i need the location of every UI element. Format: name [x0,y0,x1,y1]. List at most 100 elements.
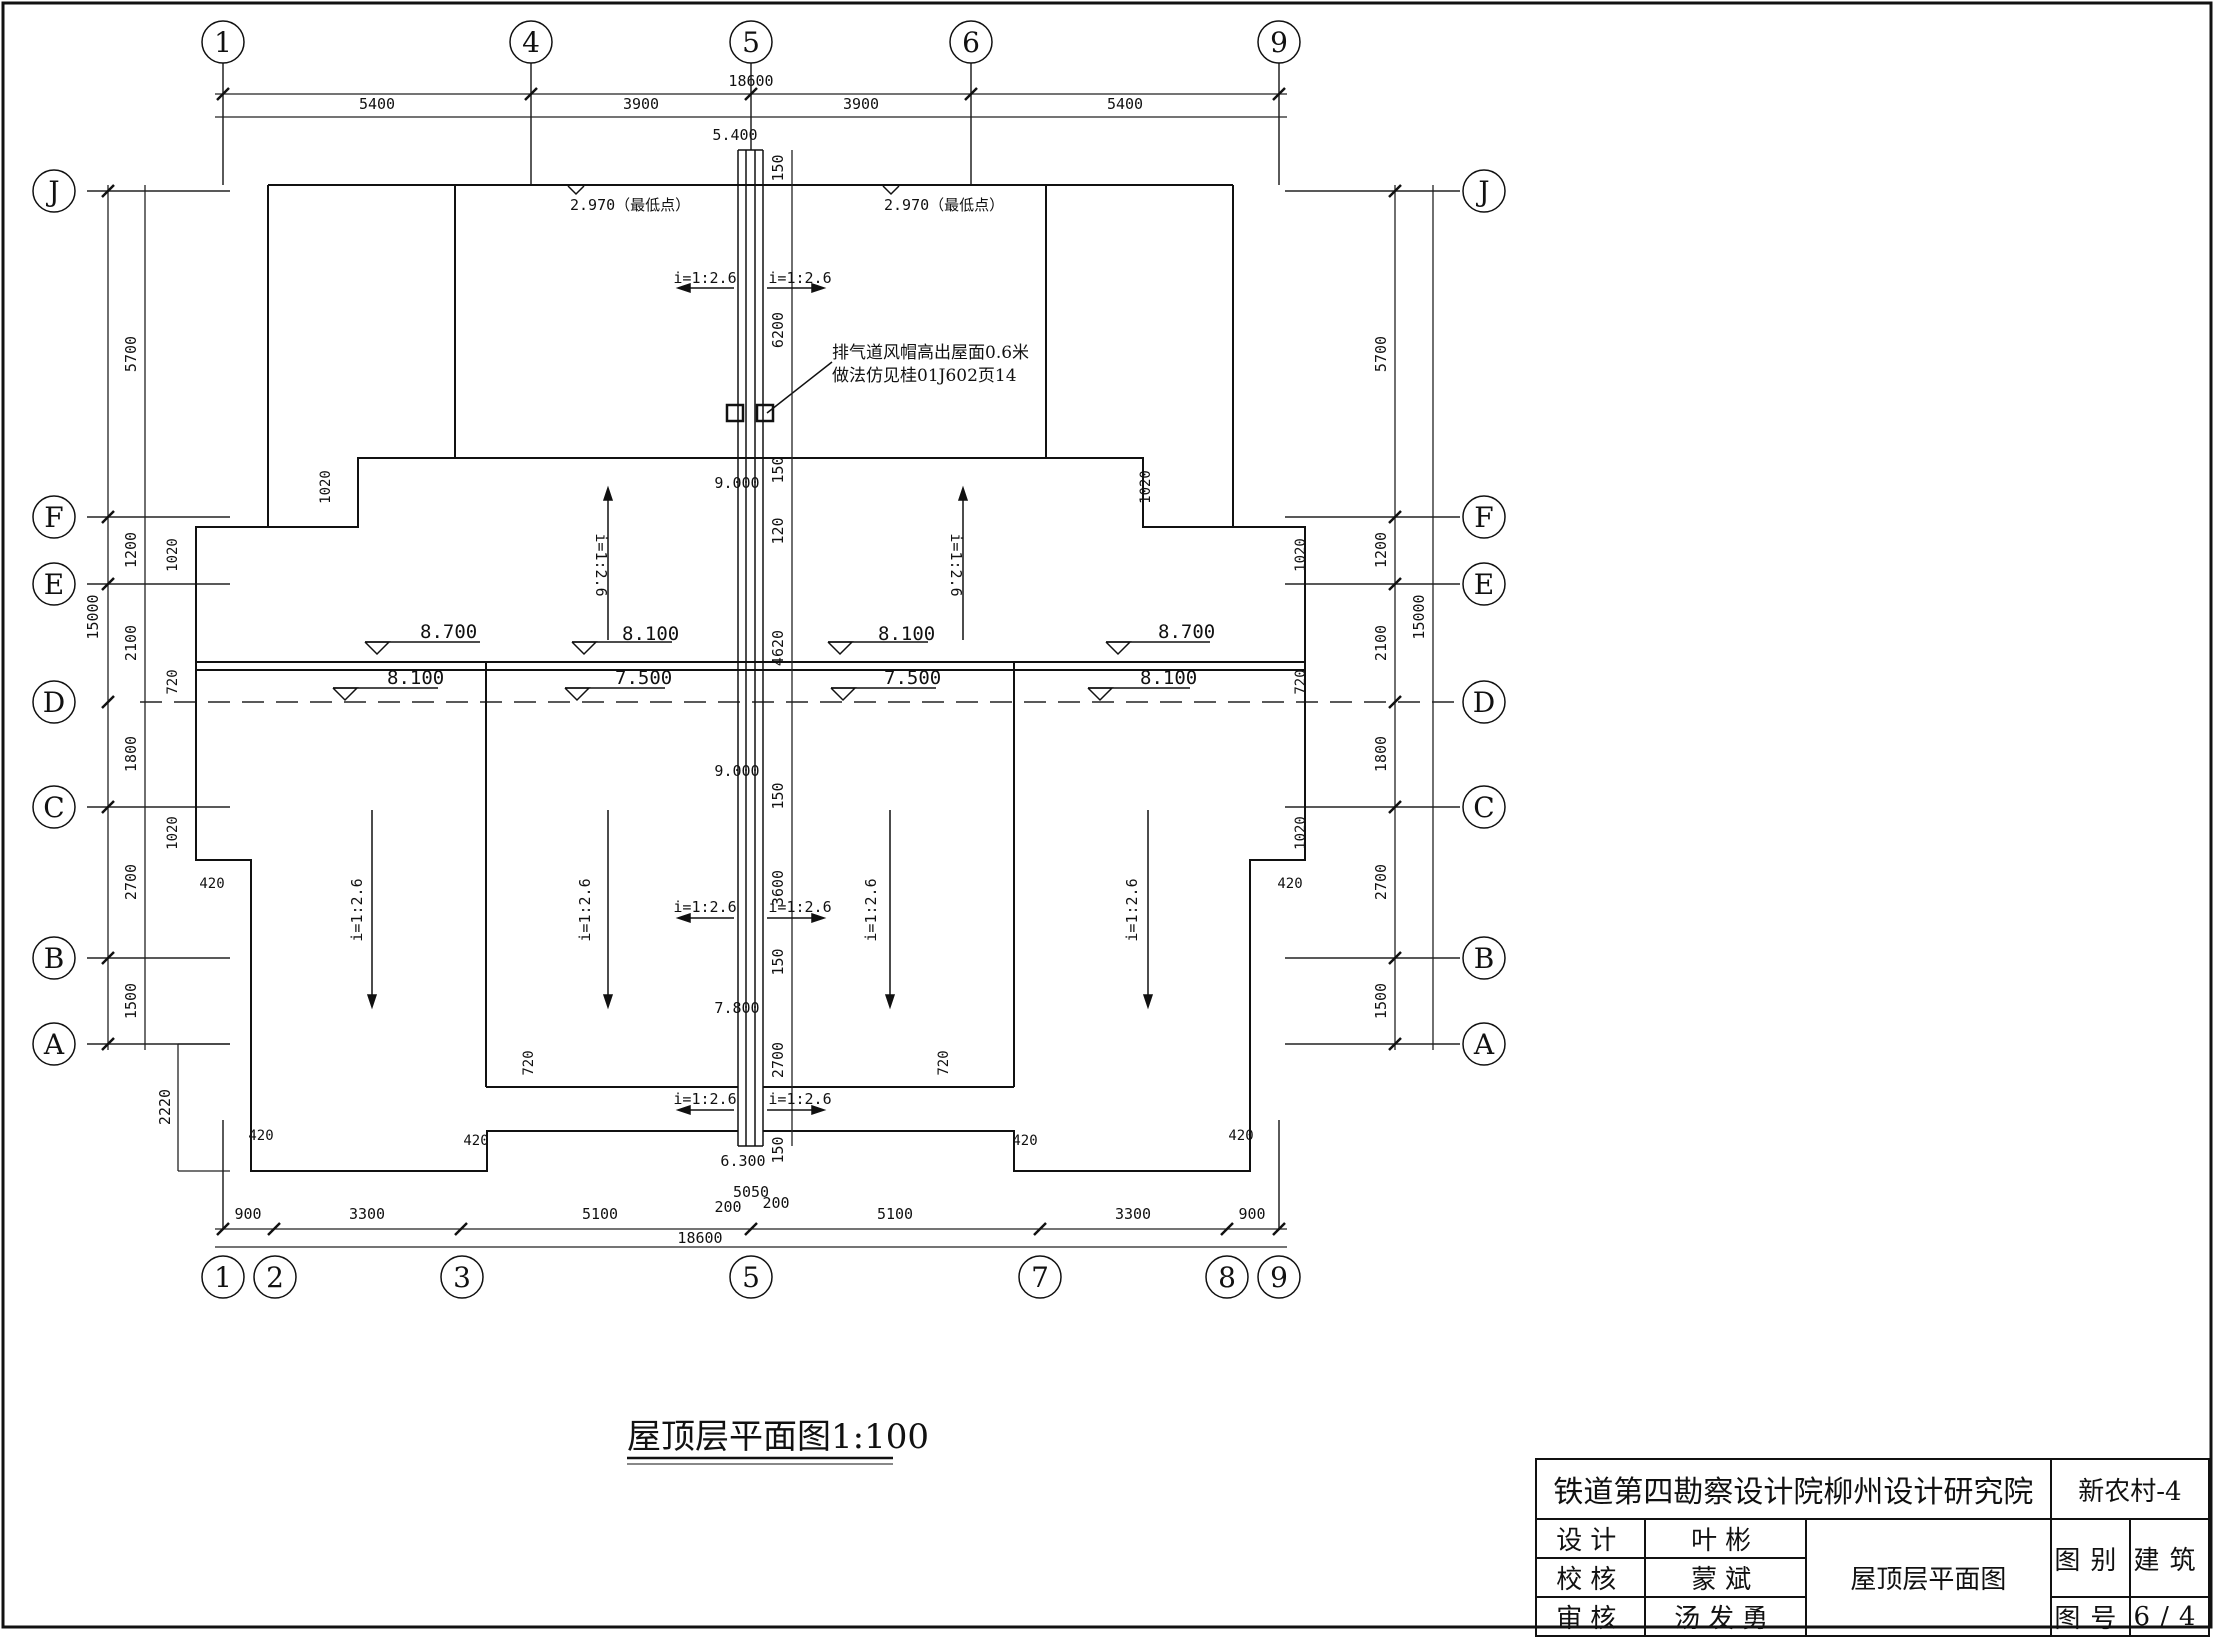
axis-bubbles [32,20,1506,1299]
tb-name-check: 蒙斌 [1643,1557,1807,1598]
dimension-texts: 18600 5400 3900 3900 5400 900 3300 5100 … [234,72,1265,1247]
axis-right-j: J [1475,175,1489,208]
dim-step-1020-d: 1020 [1293,538,1309,572]
slope-h-2: i=1:2.6 [768,269,831,287]
slope-h-1: i=1:2.6 [673,269,736,287]
axis-labels: 1 4 5 6 9 1 2 3 5 7 8 9 J F E D C B A J … [43,26,1495,1294]
axis-bottom-8: 8 [1218,1261,1236,1294]
dim-mid-4: 120 [769,517,787,544]
dim-right-3: 2100 [1372,625,1390,661]
dim-left-2: 1200 [122,532,140,568]
dim-top-1: 5400 [359,95,395,113]
dim-step-720-a: 720 [165,669,181,694]
axis-bottom-7: 7 [1031,1261,1049,1294]
dim-bottom-3: 5100 [582,1205,618,1223]
axis-right-a: A [1473,1028,1495,1061]
tb-role-check: 校核 [1535,1557,1646,1598]
dim-step-420-d: 420 [463,1133,488,1149]
level-ridge-top: 5.400 [712,126,757,144]
dim-bottom-center-right: 200 [762,1194,789,1212]
title-block: 铁道第四勘察设计院柳州设计研究院 新农村-4 设计 叶彬 屋顶层平面图 图别 建… [1535,1458,2211,1637]
axis-left-e: E [44,568,64,601]
tb-number-label: 图号 [2049,1596,2131,1637]
axis-left-f: F [44,501,63,534]
dim-right-5: 2700 [1372,864,1390,900]
slope-h-4: i=1:2.6 [768,898,831,916]
tb-category-label: 图别 [2049,1518,2131,1598]
tb-category-value: 建筑 [2128,1518,2211,1598]
axis-top-6: 6 [962,26,980,59]
step-dims: 1020 1020 1020 1020 1020 1020 720 720 72… [165,470,1309,1149]
level-7500-midright: 7.500 [884,667,941,689]
tb-project: 新农村-4 [2049,1458,2211,1520]
drawing-title: 屋顶层平面图1:100 [627,1417,929,1457]
level-lowpoint-right: 2.970（最低点） [884,196,1004,214]
axis-right-e: E [1474,568,1494,601]
dim-step-420-c: 420 [248,1128,273,1144]
level-8700-right: 8.700 [1158,621,1215,643]
dim-mid-10: 150 [769,1136,787,1163]
dim-top-2: 3900 [623,95,659,113]
slope-v-5: i=1:2.6 [862,878,880,941]
low-point-labels: 2.970（最低点） 2.970（最低点） [570,196,1004,214]
dim-top-4: 5400 [1107,95,1143,113]
level-ridge-mid2: 9.000 [714,762,759,780]
dim-step-720-c: 720 [521,1050,537,1075]
tb-role-design: 设计 [1535,1518,1646,1559]
axis-top-5: 5 [742,26,760,59]
level-ridge-mid: 9.000 [714,474,759,492]
dim-step-1020-b: 1020 [1138,470,1154,504]
dim-step-420-b: 420 [1277,876,1302,892]
vent-box-left [725,403,745,423]
slope-v-6: i=1:2.6 [1123,878,1141,941]
dim-bottom-1: 900 [234,1205,261,1223]
roof-outline [195,184,1306,1172]
level-labels: 8.700 8.100 8.100 8.700 8.100 7.500 7.50… [387,621,1215,689]
axis-left-d: D [43,686,65,719]
axis-top-4: 4 [522,26,540,59]
vertical-dims-left: 15000 5700 1200 2100 1800 2700 1500 2220 [84,336,174,1125]
tb-sheet-title: 屋顶层平面图 [1804,1518,2052,1637]
axis-bottom-1: 1 [214,1261,232,1294]
dim-right-2: 1200 [1372,532,1390,568]
dim-mid-1: 150 [769,154,787,181]
vent-note-line2: 做法仿见桂01J602页14 [832,366,1017,386]
dim-right-6: 1500 [1372,983,1390,1019]
vertical-dims-center: 150 6200 150 120 4620 150 3600 150 2700 … [769,154,787,1163]
level-lowpoint-left: 2.970（最低点） [570,196,690,214]
dim-left-4: 1800 [122,736,140,772]
tb-number-value: 6/4 [2128,1596,2211,1637]
dim-step-420-f: 420 [1228,1128,1253,1144]
dim-step-420-a: 420 [199,876,224,892]
dim-left-1: 5700 [122,336,140,372]
tb-name-review: 汤发勇 [1643,1596,1807,1637]
dim-left-overall: 15000 [84,594,102,639]
dim-mid-2: 6200 [769,312,787,348]
dim-right-overall: 15000 [1410,594,1428,639]
slope-h-3: i=1:2.6 [673,898,736,916]
dim-mid-5: 4620 [769,630,787,666]
tb-organization: 铁道第四勘察设计院柳州设计研究院 [1535,1458,2052,1520]
level-8100-midright: 8.100 [878,623,935,645]
axis-right-d: D [1473,686,1495,719]
dimension-ticks [101,87,1402,1236]
axis-bottom-5: 5 [742,1261,760,1294]
slope-v-3: i=1:2.6 [348,878,366,941]
dim-bottom-5: 3300 [1115,1205,1151,1223]
dim-left-extra: 2220 [156,1089,174,1125]
axis-right-b: B [1474,942,1495,975]
slope-v-2: i=1:2.6 [947,533,965,596]
dim-step-1020-a: 1020 [318,470,334,504]
dim-step-720-d: 720 [936,1050,952,1075]
dim-bottom-2: 3300 [349,1205,385,1223]
central-ridge [737,149,764,1147]
dim-overall-bottom: 18600 [677,1229,722,1247]
dim-bottom-center-left: 200 [714,1198,741,1216]
tb-name-design: 叶彬 [1643,1518,1807,1559]
slope-v-1: i=1:2.6 [592,533,610,596]
level-8100-right: 8.100 [1140,667,1197,689]
dim-step-1020-c: 1020 [165,538,181,572]
dim-bottom-6: 900 [1238,1205,1265,1223]
